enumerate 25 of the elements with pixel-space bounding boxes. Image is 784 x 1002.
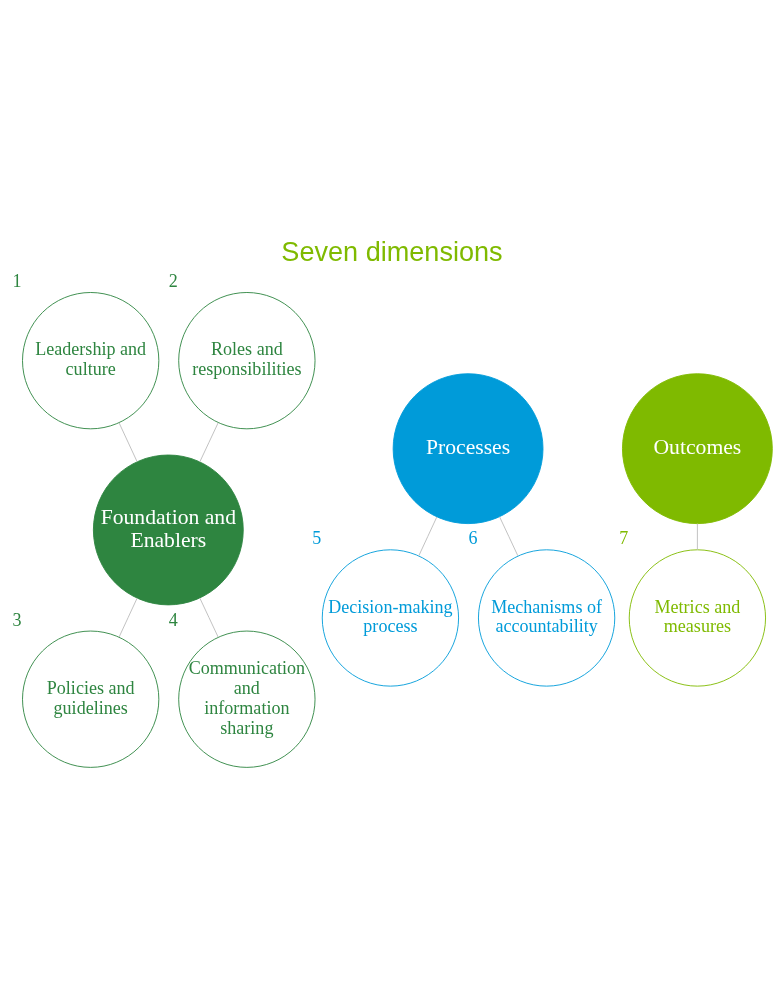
node-circle: Outcomes xyxy=(622,372,773,524)
node-circle: Metrics and measures xyxy=(628,548,766,687)
node-circle: Decision-making process xyxy=(321,548,460,687)
node-circle: Leadership and culture xyxy=(22,291,160,429)
node-label: 6 xyxy=(468,527,478,548)
node-label: 7 xyxy=(619,527,629,548)
connector xyxy=(199,597,219,638)
connector xyxy=(499,515,519,556)
connector xyxy=(118,597,138,637)
node-label: 4 xyxy=(168,609,178,630)
node-circle: Processes xyxy=(392,372,544,524)
node-label: 1 xyxy=(12,270,22,291)
connector xyxy=(418,516,438,556)
node-circle: Policies and guidelines xyxy=(22,630,160,768)
node-label: 5 xyxy=(312,527,322,548)
node-circle: Foundation and Enablers xyxy=(92,454,244,605)
connector xyxy=(118,421,138,462)
node-circle: Communication and information sharing xyxy=(178,630,316,768)
node-label: 2 xyxy=(168,270,178,291)
node-circle: Mechanisms of accountability xyxy=(478,548,616,687)
connector xyxy=(696,522,698,550)
node-label: 3 xyxy=(12,609,22,630)
node-circle: Roles and responsibilities xyxy=(178,291,316,429)
connector xyxy=(199,421,219,462)
diagram-title: Seven dimensions xyxy=(281,235,503,267)
